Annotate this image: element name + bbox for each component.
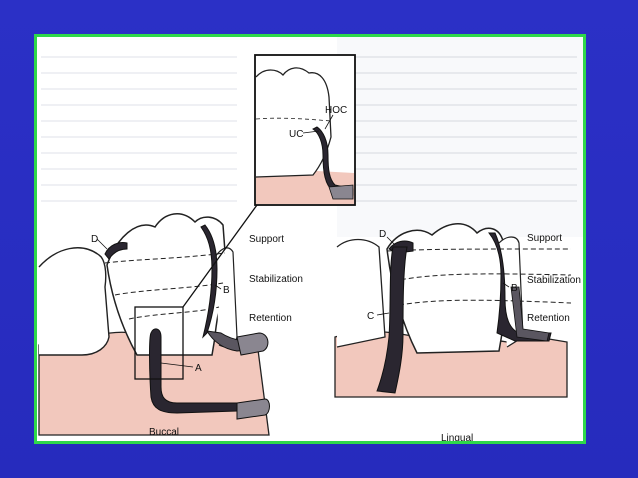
lingual-clasp-arm-C: [376, 246, 408, 394]
buccal-label-stabilization: Stabilization: [249, 274, 303, 285]
lingual-label-D: D: [379, 229, 386, 240]
inset-label-HOC: HOC: [325, 105, 347, 116]
buccal-label-D: D: [91, 234, 98, 245]
page-bleed-texture: [41, 37, 583, 237]
lingual-label-support: Support: [527, 233, 562, 244]
lingual-clasp-arm-B: [487, 232, 552, 342]
inset-view: HOC UC: [254, 54, 356, 206]
buccal-lower-connector: [236, 398, 270, 420]
lingual-label-retention: Retention: [527, 313, 570, 324]
lingual-label-C: C: [367, 311, 374, 322]
inset-hoc-line: [255, 117, 332, 122]
buccal-major-connector-right: [236, 332, 269, 356]
buccal-left-tooth: [38, 247, 110, 356]
lingual-left-tooth: [336, 238, 386, 348]
clasp-diagram: D B A Support Stabilization Retention Bu…: [38, 37, 583, 441]
buccal-occlusal-rest: [104, 242, 128, 260]
lingual-support-line: [386, 248, 572, 252]
buccal-right-tooth: [214, 247, 238, 348]
buccal-zoom-box: [134, 306, 184, 380]
buccal-view: D B A Support Stabilization Retention Bu…: [38, 204, 303, 438]
zoom-leader-line: [182, 204, 258, 308]
inset-clasp-connector: [328, 184, 354, 200]
buccal-label-B: B: [223, 285, 230, 296]
inset-tooth: [255, 67, 332, 178]
figure-frame: D B A Support Stabilization Retention Bu…: [34, 34, 586, 444]
buccal-clasp-arm-B: [200, 224, 218, 339]
lingual-abutment-tooth: [386, 223, 509, 354]
lingual-stabilization-line: [392, 273, 572, 282]
lingual-retention-line: [398, 299, 572, 306]
buccal-label-A: A: [195, 363, 202, 374]
buccal-label-support: Support: [249, 234, 284, 245]
lingual-label-B: B: [511, 283, 518, 294]
lingual-label-stabilization: Stabilization: [527, 275, 581, 286]
lingual-view: D C B Support Stabilization Retention Li…: [334, 223, 581, 441]
buccal-caption: Buccal: [149, 427, 179, 438]
buccal-label-retention: Retention: [249, 313, 292, 324]
lingual-caption: Lingual: [441, 433, 473, 441]
buccal-support-line: [104, 252, 226, 264]
lingual-proximal-plate: [510, 286, 550, 342]
inset-label-UC: UC: [289, 129, 303, 140]
buccal-abutment-tooth: [106, 213, 227, 356]
